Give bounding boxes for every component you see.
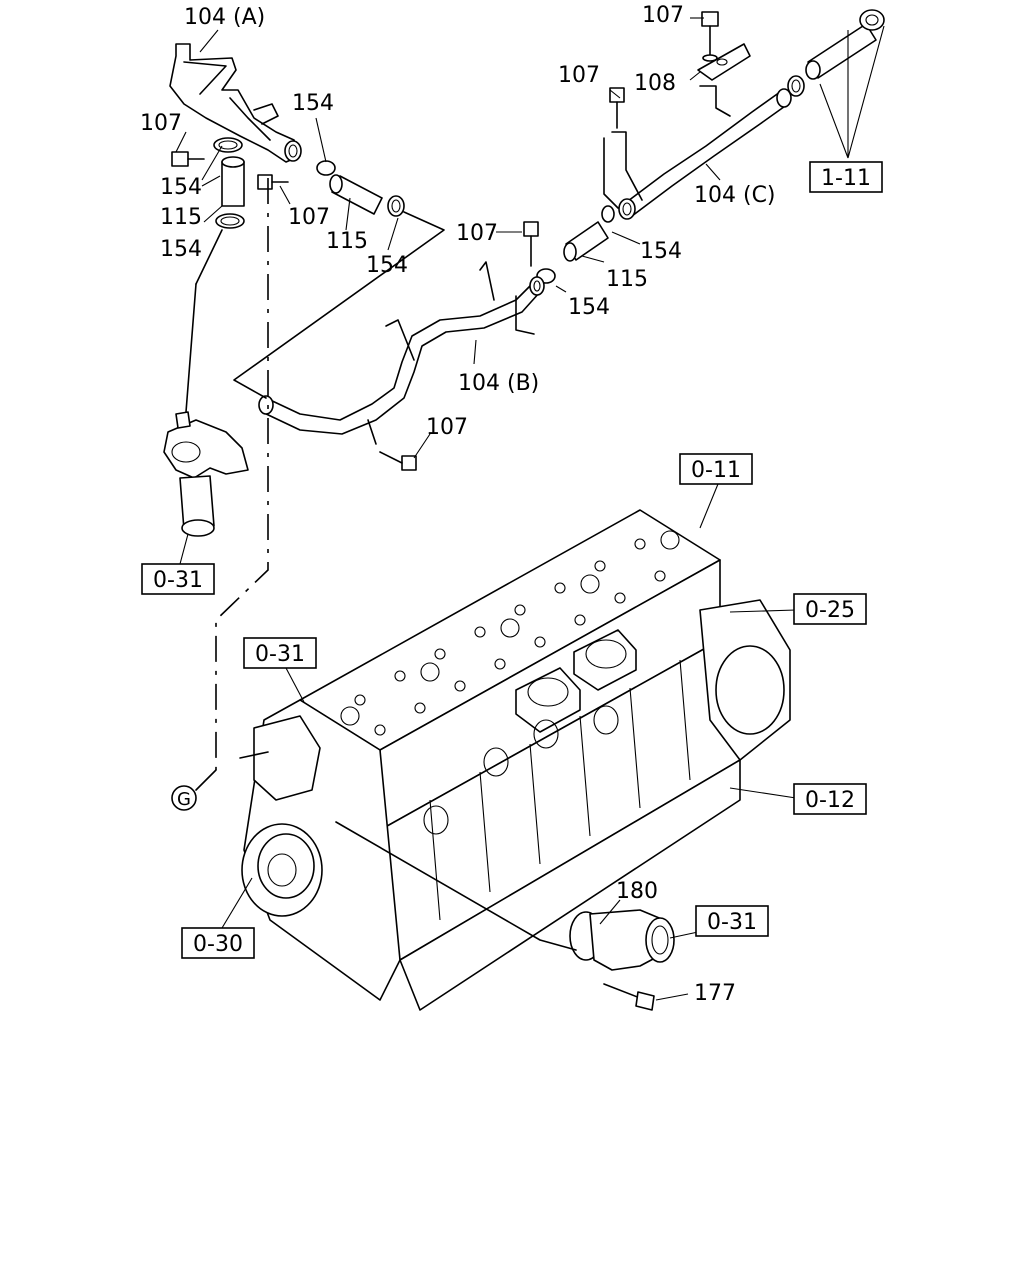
label-bolt-107: 107 [558, 63, 600, 88]
label-clip-154: 154 [160, 175, 202, 200]
label-hose-115: 115 [326, 229, 368, 254]
ref-box-0-11[interactable]: 0-11 [679, 453, 753, 485]
label-bolt-107: 107 [288, 205, 330, 230]
ref-label: 0-12 [805, 788, 855, 813]
hose-1-11 [787, 9, 885, 97]
label-clip-154: 154 [366, 253, 408, 278]
thermostat-housing [163, 411, 249, 537]
bolt-107-b1 [523, 221, 539, 267]
label-clip-154: 154 [292, 91, 334, 116]
pipe-104b [258, 261, 545, 445]
hose-115-left [213, 137, 245, 229]
ref-box-0-31-right[interactable]: 0-31 [695, 905, 769, 937]
ref-label: 0-31 [707, 910, 757, 935]
ref-label: 0-31 [255, 642, 305, 667]
connector-g-circle [171, 785, 197, 811]
ref-label: 0-11 [691, 458, 741, 483]
callout-labels: 104 (A) 107 154 115 154 154 107 115 154 … [140, 3, 776, 1006]
label-bracket-108: 108 [634, 71, 676, 96]
bolt-107-a2 [257, 174, 289, 190]
ref-label: 1-11 [821, 166, 871, 191]
label-pipe-104c: 104 (C) [694, 183, 776, 208]
hose-115-right [536, 205, 615, 284]
bolt-177 [603, 983, 655, 1011]
bolt-107-b2 [379, 451, 417, 471]
label-pipe-104a: 104 (A) [184, 5, 265, 30]
label-bolt-177: 177 [694, 981, 736, 1006]
pipe-104a [169, 43, 302, 163]
connection-lines [175, 17, 885, 1001]
label-pipe-104b: 104 (B) [458, 371, 539, 396]
bolt-107-a1 [171, 151, 205, 167]
label-bolt-107: 107 [426, 415, 468, 440]
ref-box-0-30[interactable]: 0-30 [181, 927, 255, 959]
engine-block [239, 509, 791, 1011]
ref-box-0-25[interactable]: 0-25 [793, 593, 867, 625]
label-hose-115: 115 [606, 267, 648, 292]
bolt-107-c2 [609, 87, 625, 129]
label-gasket-180: 180 [616, 879, 658, 904]
ref-box-1-11[interactable]: 1-11 [809, 161, 883, 193]
label-bolt-107: 107 [140, 111, 182, 136]
pipe-104c [603, 85, 792, 220]
label-clip-154: 154 [640, 239, 682, 264]
bolt-107-c1 [701, 11, 719, 62]
label-bolt-107: 107 [456, 221, 498, 246]
ref-label: 0-31 [153, 568, 203, 593]
label-clip-154: 154 [160, 237, 202, 262]
hose-115-middle [316, 160, 405, 217]
ref-label: 0-25 [805, 598, 855, 623]
ref-box-0-31-left[interactable]: 0-31 [141, 563, 215, 595]
ref-label: 0-30 [193, 932, 243, 957]
label-clip-154: 154 [568, 295, 610, 320]
ref-box-0-31-top[interactable]: 0-31 [243, 637, 317, 669]
label-bolt-107: 107 [642, 3, 684, 28]
label-hose-115: 115 [160, 205, 202, 230]
connector-g-label: G [177, 789, 191, 810]
ref-box-0-12[interactable]: 0-12 [793, 783, 867, 815]
water-outlet [569, 909, 675, 971]
bracket-108 [697, 43, 751, 81]
